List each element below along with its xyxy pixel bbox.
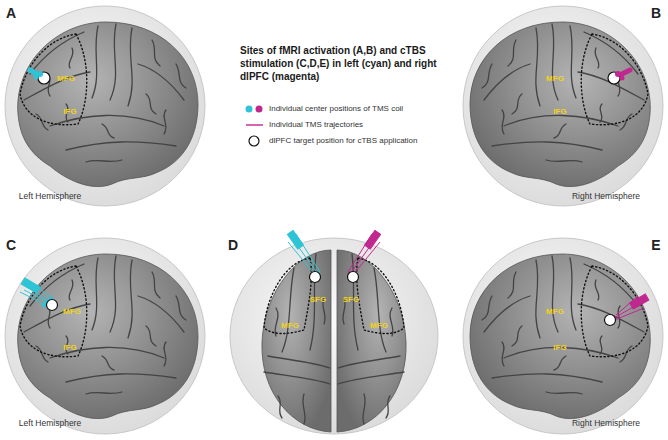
legend-heading: Sites of fMRI activation (A,B) and cTBS … [240,44,452,83]
brain [262,250,331,432]
brain [470,254,650,419]
gyrus-label: MFG [63,307,81,316]
coil-trajectories [605,294,649,326]
gyrus-label: IFG [553,107,566,116]
head [5,6,205,206]
coil-trajectories [287,230,380,282]
legend-entry: Individual center positions of TMS coil [269,104,403,113]
panel-letter: B [651,5,661,21]
head [463,6,663,206]
legend-samples [246,106,264,147]
hemisphere-label: Left Hemisphere [19,192,81,202]
gyrus-label: SFG [310,295,326,304]
coil-position [30,70,50,84]
gyrus-label: MFG [57,74,75,83]
coil-position [608,70,630,84]
head [463,238,663,434]
hemisphere-label: Right Hemisphere [572,419,640,429]
panel-letter: A [6,5,16,21]
brain [337,250,406,432]
gyrus-label: SFG [343,295,359,304]
hemisphere-label: Left Hemisphere [19,419,81,429]
hemisphere-label: Right Hemisphere [572,192,640,202]
head [230,238,438,434]
panel-letter: D [228,237,238,253]
gyrus-label: IFG [63,343,76,352]
gyrus-label: MFG [546,74,564,83]
head [5,238,205,434]
gyrus-label: MFG [281,321,299,330]
brain [470,22,650,187]
gyrus-label: IFG [63,107,76,116]
panel-letter: C [6,237,16,253]
coil-trajectories [20,278,58,311]
legend-entry: Individual TMS trajectories [269,120,363,129]
gyrus-label: MFG [370,321,388,330]
legend-entry: dlPFC target position for cTBS applicati… [269,136,418,145]
gyrus-label: MFG [546,307,564,316]
brain [18,254,198,419]
panel-letter: E [651,237,660,253]
brain [18,22,198,187]
gyrus-label: IFG [553,343,566,352]
